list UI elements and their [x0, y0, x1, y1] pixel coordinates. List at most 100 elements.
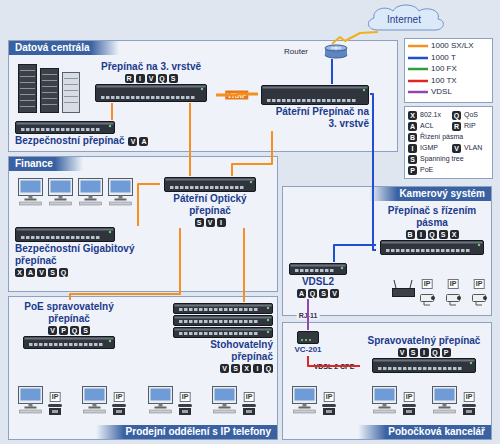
network-link — [331, 59, 333, 84]
feature-badge: S — [231, 364, 240, 373]
switch-top — [374, 360, 475, 362]
switch-port — [229, 332, 233, 335]
switch-port — [91, 128, 95, 131]
switch-port — [214, 308, 218, 311]
ip-tag: IP — [244, 392, 255, 402]
switch-port — [386, 249, 390, 252]
feature-badge: V — [398, 348, 407, 357]
switch-port — [86, 128, 90, 131]
switch-led — [267, 331, 269, 333]
switch-led — [109, 125, 111, 127]
modem-led — [301, 339, 303, 341]
ip-tag: IP — [324, 392, 335, 402]
switch-port — [234, 332, 238, 335]
feature-badge: Q — [158, 74, 167, 83]
switch-port — [383, 367, 387, 370]
router-arrows — [331, 47, 341, 50]
switch-port — [406, 249, 410, 252]
switch-port — [347, 99, 351, 102]
switch-port — [403, 367, 407, 370]
switch-port — [219, 320, 223, 323]
switch-port — [443, 367, 447, 370]
feature-badge: S — [169, 74, 178, 83]
feature-badge: B — [408, 133, 417, 142]
switch-port — [423, 367, 427, 370]
zone-header: Finance — [9, 157, 83, 171]
switch-port — [209, 308, 213, 311]
legend-line-stroke — [408, 68, 428, 71]
switch-port — [416, 249, 420, 252]
ip-tag-holder: IP — [448, 279, 459, 289]
switch-top — [382, 242, 483, 244]
switch-name: Přepínač s řízením pásma — [377, 205, 487, 229]
feature-badge: I — [420, 348, 429, 357]
feature-badge: B — [406, 230, 415, 239]
server-rack — [20, 71, 35, 107]
legend-text: Spanning tree — [420, 154, 464, 164]
switch-port — [249, 320, 253, 323]
switch-port — [342, 99, 346, 102]
switch-port — [186, 96, 190, 99]
switch-port — [438, 367, 442, 370]
switch-port — [64, 343, 68, 346]
modem-led — [309, 339, 311, 341]
feature-badge: I — [253, 364, 262, 373]
badge-row: RIVQS — [125, 74, 178, 83]
switch-port — [179, 320, 183, 323]
network-switch: Spravovatelný přepínačVSIQP — [360, 334, 488, 374]
branch-computers-phones — [462, 404, 476, 415]
feature-badge: Q — [452, 111, 461, 120]
feature-badge: P — [59, 326, 68, 335]
switch-port — [234, 320, 238, 323]
badge-row: XAVSQ — [15, 268, 68, 277]
switch-port — [388, 367, 392, 370]
switch-top — [291, 265, 346, 267]
switch-case — [165, 178, 256, 192]
network-switch: Páteřní Optický přepínačSVI — [160, 176, 260, 228]
network-switch: VDSL2AQSV — [286, 262, 350, 299]
switch-port — [76, 236, 80, 239]
switch-port — [451, 249, 455, 252]
switch-port — [61, 128, 65, 131]
switch-port — [151, 96, 155, 99]
switch-port — [305, 269, 309, 272]
network-switch: Stohovatelný přepínačVSXIQ — [140, 302, 274, 374]
feature-badge: Q — [308, 289, 317, 298]
feature-badge: Q — [264, 364, 273, 373]
feature-badge: S — [195, 218, 204, 227]
feature-badge: S — [409, 348, 418, 357]
switch-port — [393, 367, 397, 370]
legend-line — [408, 66, 428, 72]
switch-port — [170, 186, 174, 189]
feature-badge: S — [439, 230, 448, 239]
switch-port — [36, 128, 40, 131]
switch-port — [66, 236, 70, 239]
device-icon — [95, 84, 207, 102]
switch-port — [181, 96, 185, 99]
legend-entry: PPoE — [408, 165, 433, 175]
switch-port — [84, 343, 88, 346]
switch-port — [194, 308, 198, 311]
switch-port — [220, 186, 224, 189]
switch-port — [141, 96, 145, 99]
feature-badge: I — [408, 144, 417, 153]
switch-led — [201, 88, 203, 90]
switch-port — [398, 367, 402, 370]
switch-port — [239, 308, 243, 311]
switch-port — [431, 249, 435, 252]
switch-body — [16, 122, 115, 134]
legend-text: 100 TX — [431, 76, 457, 86]
switch-port — [136, 96, 140, 99]
feature-badge: V — [48, 326, 57, 335]
switch-port — [46, 128, 50, 131]
feature-badge: Q — [428, 230, 437, 239]
switch-port — [26, 236, 30, 239]
switch-port — [307, 99, 311, 102]
switch-port — [320, 269, 324, 272]
switch-port — [225, 186, 229, 189]
switch-port — [51, 236, 55, 239]
ip-tag: IP — [422, 279, 433, 289]
network-zone: Kamerový systémPřepínač s řízením pásmaB… — [282, 186, 492, 316]
switch-port — [56, 236, 60, 239]
